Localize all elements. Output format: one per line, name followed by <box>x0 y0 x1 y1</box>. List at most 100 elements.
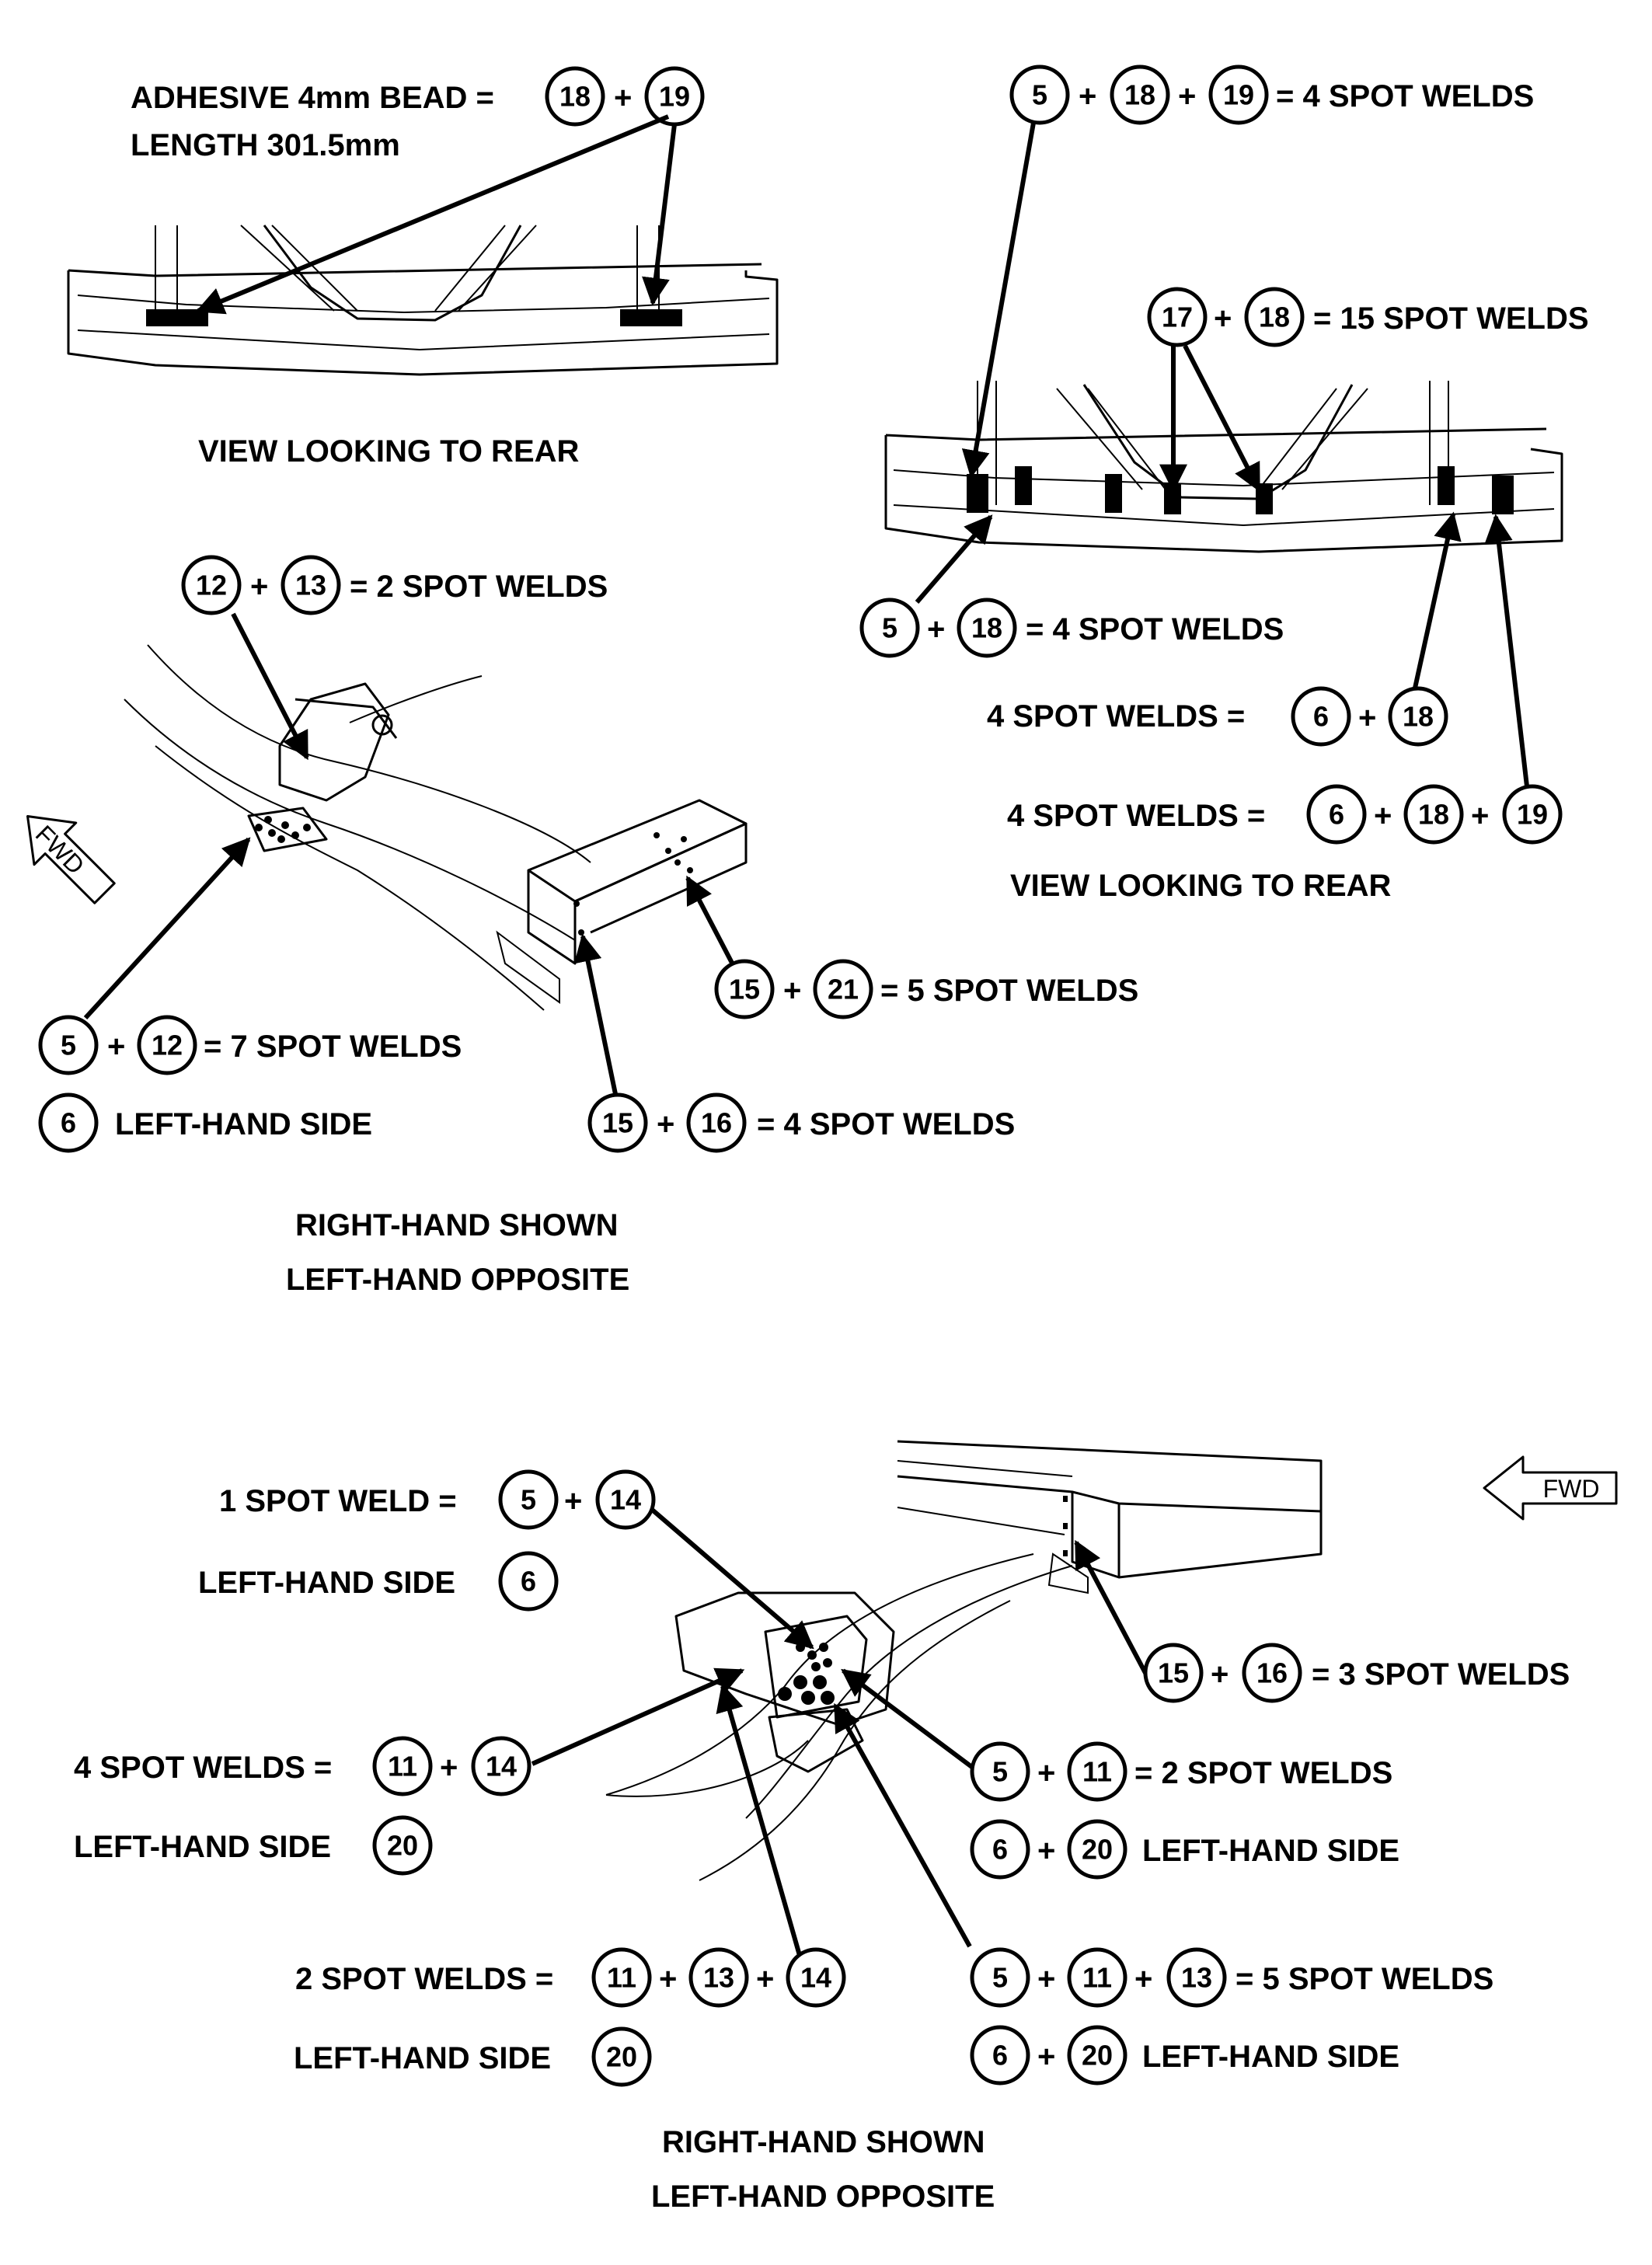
plus-sign: + <box>1037 1962 1055 1996</box>
top-left-panel: ADHESIVE 4mm BEAD = LENGTH 301.5mm 18 + … <box>67 66 779 469</box>
weld-count-label: 4 SPOT WELDS = <box>987 699 1245 734</box>
svg-text:FWD: FWD <box>1543 1475 1600 1503</box>
callout-ref-13: 13 <box>688 1947 749 2008</box>
svg-text:14: 14 <box>800 1962 831 1994</box>
plus-sign: + <box>107 1030 125 1064</box>
svg-text:19: 19 <box>1223 79 1254 111</box>
svg-text:12: 12 <box>152 1030 183 1061</box>
left-hand-side-label: LEFT-HAND SIDE <box>1142 1834 1399 1868</box>
plus-sign: + <box>440 1751 458 1785</box>
callout-ref-5: 5 <box>38 1015 99 1075</box>
callout-ref-11: 11 <box>372 1736 433 1796</box>
callout-ref-13: 13 <box>281 555 341 615</box>
svg-text:5: 5 <box>61 1030 76 1061</box>
left-hand-side-label: LEFT-HAND SIDE <box>74 1830 331 1864</box>
svg-text:21: 21 <box>828 974 859 1005</box>
svg-text:6: 6 <box>1313 701 1329 733</box>
svg-text:18: 18 <box>1418 799 1449 831</box>
plus-sign: + <box>927 612 945 646</box>
callout-ref-15: 15 <box>587 1092 648 1153</box>
plus-sign: + <box>1037 1756 1055 1790</box>
svg-text:5: 5 <box>992 1962 1008 1994</box>
svg-text:6: 6 <box>992 2040 1008 2072</box>
right-hand-shown-note: RIGHT-HAND SHOWN <box>662 2125 985 2159</box>
plus-sign: + <box>1374 799 1392 833</box>
callout-ref-19: 19 <box>644 66 705 127</box>
callout-ref-5: 5 <box>498 1469 559 1530</box>
svg-text:19: 19 <box>1517 799 1548 831</box>
plus-sign: + <box>1134 1962 1152 1996</box>
callout-ref-5: 5 <box>1009 64 1070 125</box>
weld-count-label: = 7 SPOT WELDS <box>204 1030 462 1064</box>
rear-crossmember-drawing <box>67 225 779 376</box>
svg-text:13: 13 <box>295 570 326 601</box>
fwd-arrow-icon: FWD <box>26 815 116 904</box>
svg-text:16: 16 <box>1256 1657 1288 1689</box>
bottom-panel: FWD <box>74 1440 1618 2214</box>
svg-text:13: 13 <box>1181 1962 1212 1994</box>
middle-left-panel: 12 + 13 = 2 SPOT WELDS FWD <box>26 555 1138 1297</box>
svg-text:18: 18 <box>559 81 591 113</box>
plus-sign: + <box>1358 701 1376 735</box>
plus-sign: + <box>756 1962 774 1996</box>
weld-count-label: 1 SPOT WELD = <box>219 1484 457 1518</box>
callout-ref-14: 14 <box>786 1947 846 2008</box>
callout-ref-18: 18 <box>545 66 605 127</box>
callout-ref-5: 5 <box>859 598 920 658</box>
callout-ref-5: 5 <box>970 1947 1030 2008</box>
callout-ref-16: 16 <box>1242 1643 1302 1703</box>
callout-ref-6: 6 <box>970 2025 1030 2086</box>
plus-sign: + <box>659 1962 677 1996</box>
adhesive-length-label: LENGTH 301.5mm <box>131 128 400 162</box>
weld-count-label: = 4 SPOT WELDS <box>1026 612 1284 646</box>
svg-text:18: 18 <box>971 612 1002 644</box>
right-hand-shown-note: RIGHT-HAND SHOWN <box>295 1208 619 1242</box>
callout-ref-6: 6 <box>1306 784 1367 845</box>
callout-ref-21: 21 <box>813 959 873 1019</box>
left-hand-side-label: LEFT-HAND SIDE <box>115 1107 372 1141</box>
plus-sign: + <box>1471 799 1489 833</box>
callout-ref-11: 11 <box>1067 1947 1127 2008</box>
plus-sign: + <box>1211 1657 1229 1692</box>
left-hand-opposite-note: LEFT-HAND OPPOSITE <box>651 2180 995 2214</box>
callout-ref-14: 14 <box>595 1469 656 1530</box>
callout-ref-18: 18 <box>1388 686 1448 747</box>
svg-text:18: 18 <box>1403 701 1434 733</box>
svg-text:15: 15 <box>602 1107 633 1139</box>
svg-text:20: 20 <box>1082 2040 1113 2072</box>
rear-crossmember-drawing <box>884 381 1563 553</box>
svg-text:17: 17 <box>1162 301 1193 333</box>
plus-sign: + <box>657 1107 674 1141</box>
svg-text:6: 6 <box>992 1834 1008 1866</box>
svg-text:16: 16 <box>701 1107 732 1139</box>
callout-ref-13: 13 <box>1166 1947 1227 2008</box>
left-hand-side-label: LEFT-HAND SIDE <box>294 2041 551 2075</box>
callout-ref-18: 18 <box>1403 784 1464 845</box>
plus-sign: + <box>1037 1834 1055 1868</box>
svg-text:5: 5 <box>1032 79 1047 111</box>
weld-count-label: = 2 SPOT WELDS <box>1134 1756 1392 1790</box>
callout-ref-20: 20 <box>1067 2025 1127 2086</box>
plus-sign: + <box>250 570 268 604</box>
svg-text:12: 12 <box>196 570 227 601</box>
plus-sign: + <box>783 974 801 1008</box>
weld-count-label: = 5 SPOT WELDS <box>880 974 1138 1008</box>
plus-sign: + <box>564 1484 582 1518</box>
view-looking-to-rear-label: VIEW LOOKING TO REAR <box>1010 869 1392 903</box>
callout-ref-12: 12 <box>137 1015 197 1075</box>
svg-text:18: 18 <box>1259 301 1290 333</box>
top-right-panel: 5 + 18 + 19 = 4 SPOT WELDS 17 + 18 = 15 … <box>859 64 1589 903</box>
svg-text:5: 5 <box>992 1756 1008 1788</box>
callout-ref-18: 18 <box>1110 64 1170 125</box>
callout-ref-6: 6 <box>1291 686 1351 747</box>
left-hand-side-label: LEFT-HAND SIDE <box>1142 2040 1399 2074</box>
callout-ref-6: 6 <box>38 1092 99 1153</box>
svg-text:20: 20 <box>606 2041 637 2073</box>
callout-ref-20: 20 <box>591 2026 652 2087</box>
svg-text:11: 11 <box>388 1751 417 1782</box>
callout-ref-5: 5 <box>970 1741 1030 1802</box>
svg-text:18: 18 <box>1124 79 1155 111</box>
svg-text:14: 14 <box>486 1751 517 1782</box>
fwd-arrow-icon: FWD <box>1483 1455 1618 1521</box>
svg-text:6: 6 <box>1329 799 1344 831</box>
